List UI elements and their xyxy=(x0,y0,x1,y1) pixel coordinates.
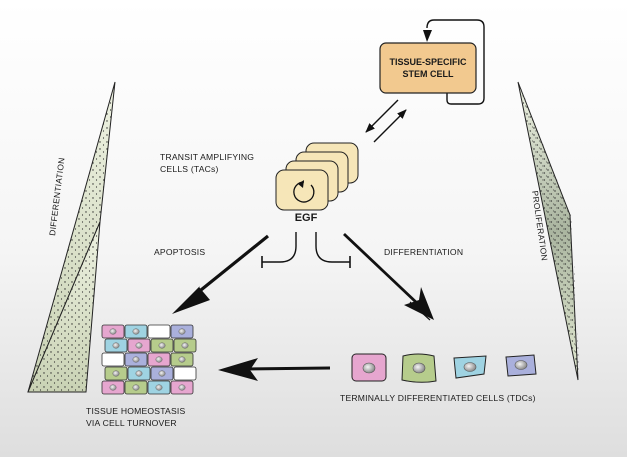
homeostasis-line1: TISSUE HOMEOSTASIS xyxy=(86,406,186,416)
mosaic-cell-nucleus xyxy=(132,356,140,363)
stem-cell-line1: TISSUE-SPECIFIC xyxy=(389,57,467,67)
mosaic-cell-nucleus xyxy=(155,356,163,363)
homeostasis-label: TISSUE HOMEOSTASIS VIA CELL TURNOVER xyxy=(86,405,185,429)
mosaic-cell-nucleus xyxy=(112,370,120,377)
mosaic-cell-nucleus xyxy=(158,342,166,349)
tdc-cell-pink xyxy=(351,353,387,382)
mosaic-cell-nucleus xyxy=(112,342,120,349)
tissue-mosaic xyxy=(101,324,197,395)
mosaic-cell xyxy=(173,366,197,381)
mosaic-cell-nucleus xyxy=(178,356,186,363)
turnover-arrow xyxy=(218,358,331,381)
stem-cell-line2: STEM CELL xyxy=(402,69,454,79)
apoptosis-label: APOPTOSIS xyxy=(154,247,206,257)
self-renewal-arrowhead xyxy=(423,30,432,42)
tdc-label: TERMINALLY DIFFERENTIATED CELLS (TDCs) xyxy=(340,393,536,403)
mosaic-cell-nucleus xyxy=(109,328,117,335)
tac-label: TRANSIT AMPLIFYING CELLS (TACs) xyxy=(160,151,254,175)
mosaic-cell-nucleus xyxy=(135,370,143,377)
tac-label-line2: CELLS (TACs) xyxy=(160,164,219,174)
egf-inhibition-arcs xyxy=(261,232,351,268)
mosaic-cell-nucleus xyxy=(181,342,189,349)
stem-tac-exchange-arrows xyxy=(365,99,407,143)
proliferation-gradient-wedge xyxy=(517,81,580,383)
stem-cell-label: TISSUE-SPECIFIC STEM CELL xyxy=(380,43,476,93)
cell-cycle-icon xyxy=(293,180,315,203)
apoptosis-arrow xyxy=(172,234,270,314)
mosaic-cell-nucleus xyxy=(178,328,186,335)
egf-label: EGF xyxy=(294,212,318,224)
tac-label-line1: TRANSIT AMPLIFYING xyxy=(160,152,255,162)
mosaic-cell-nucleus xyxy=(155,384,163,391)
mosaic-cell-nucleus xyxy=(178,384,186,391)
tdc-cell-blue xyxy=(453,355,487,379)
mosaic-cell-nucleus xyxy=(109,384,117,391)
tdc-cell-green xyxy=(401,353,437,383)
differentiation-gradient-base xyxy=(27,221,101,393)
homeostasis-line2: VIA CELL TURNOVER xyxy=(86,418,177,428)
mosaic-cell-nucleus xyxy=(132,328,140,335)
mosaic-cell xyxy=(147,324,171,339)
mosaic-cell-nucleus xyxy=(132,384,140,391)
tac-cell-stack xyxy=(275,142,359,211)
mosaic-cell-nucleus xyxy=(158,370,166,377)
differentiation-arrow xyxy=(343,232,434,321)
differentiation-label: DIFFERENTIATION xyxy=(384,247,464,257)
stem-cell-box xyxy=(379,42,477,94)
self-renewal-loop-arrow xyxy=(426,19,485,105)
mosaic-cell-nucleus xyxy=(135,342,143,349)
tdc-cell-purple xyxy=(505,354,537,377)
mosaic-cell xyxy=(101,352,125,367)
